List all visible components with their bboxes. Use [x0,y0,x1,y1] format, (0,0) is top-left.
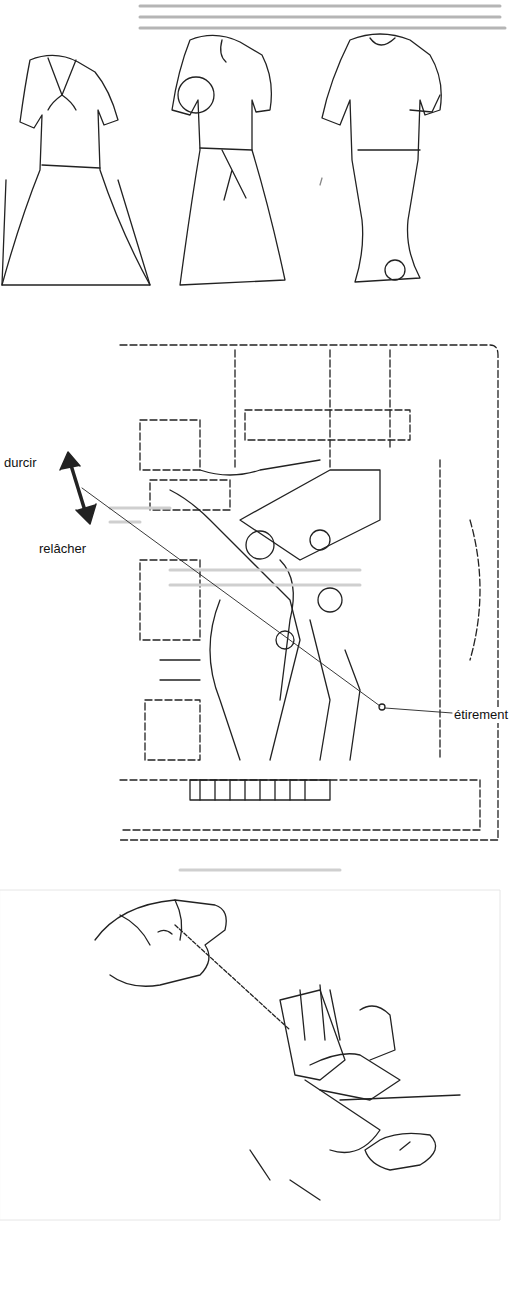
part-label: durcir [3,455,38,471]
machine-drawing [160,460,385,800]
machine-drawing [120,345,498,840]
leader-line [385,708,452,713]
garment-figure [172,35,285,285]
hand-figure [95,900,460,1200]
adjust-arrow [60,452,96,524]
part-label: relâcher [38,541,87,557]
leader-line [82,488,380,706]
faint-text [140,6,505,28]
garment-figure [322,34,441,282]
part-label: étirement [453,707,509,723]
faint-text [110,508,360,870]
garment-figure [2,55,150,285]
